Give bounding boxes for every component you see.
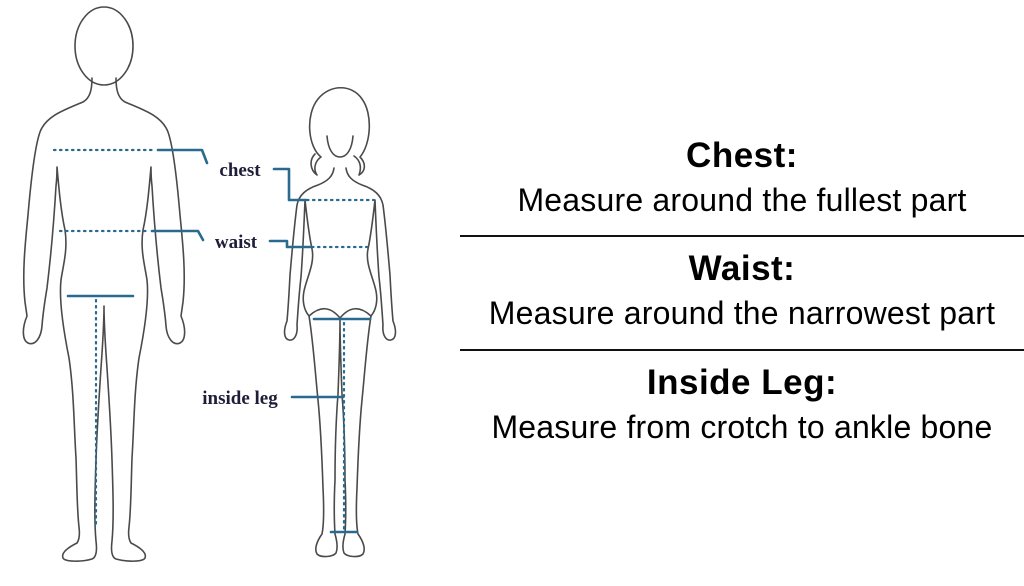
divider <box>460 235 1024 238</box>
waist-label: waist <box>215 232 258 253</box>
measurement-figures-svg: chest waist inside leg <box>22 6 397 562</box>
instruction-waist-description: Measure around the narrowest part <box>488 295 996 332</box>
female-figure <box>283 86 397 558</box>
chest-connector-left <box>156 148 209 165</box>
instruction-chest: Chest: Measure around the fullest part <box>460 124 1024 236</box>
chest-connector-right <box>272 167 308 202</box>
female-hair <box>308 86 371 176</box>
instruction-inside-leg: Inside Leg: Measure from crotch to ankle… <box>460 351 1024 463</box>
instruction-inside-leg-description: Measure from crotch to ankle bone <box>491 409 993 446</box>
body-measurement-diagram: chest waist inside leg <box>0 0 460 586</box>
male-head <box>74 6 134 86</box>
female-leotard-line <box>308 307 372 319</box>
female-body-outline <box>283 167 397 558</box>
instruction-chest-title: Chest: <box>686 135 798 175</box>
instruction-chest-description: Measure around the fullest part <box>517 181 967 218</box>
inside-leg-label: inside leg <box>202 388 278 409</box>
instructions-panel: Chest: Measure around the fullest part W… <box>460 0 1024 586</box>
instruction-waist-title: Waist: <box>688 249 796 289</box>
instruction-inside-leg-title: Inside Leg: <box>646 362 838 402</box>
measurement-lines <box>52 148 376 534</box>
male-figure <box>22 6 186 562</box>
chest-label: chest <box>219 160 261 181</box>
male-body-outline <box>22 77 186 562</box>
waist-connector-right <box>268 239 312 249</box>
waist-connector-left <box>150 229 205 242</box>
divider <box>460 348 1024 351</box>
instruction-waist: Waist: Measure around the narrowest part <box>460 237 1024 349</box>
female-face <box>326 135 354 158</box>
measurement-labels: chest waist inside leg <box>202 160 278 409</box>
